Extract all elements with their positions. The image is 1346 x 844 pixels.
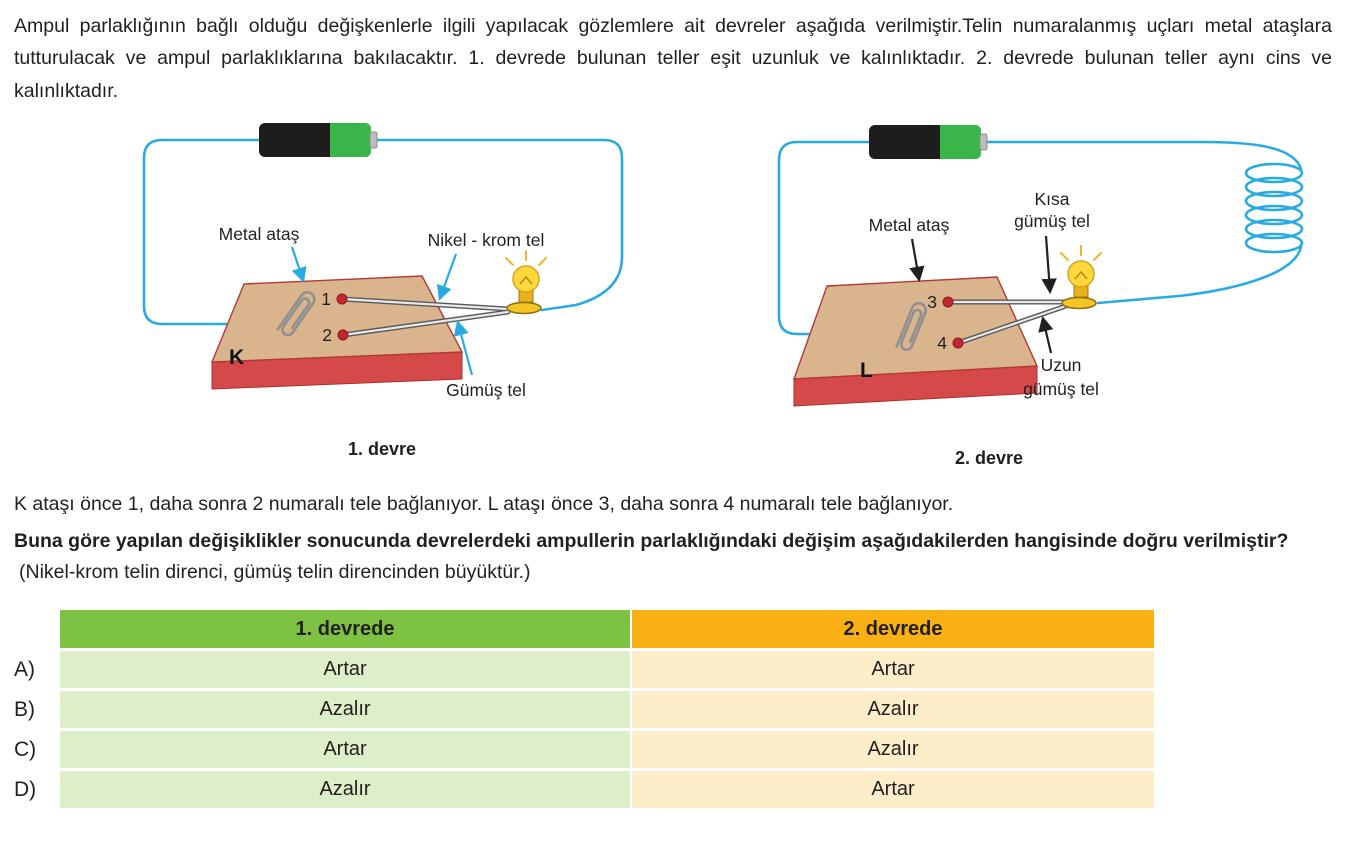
circuit2-caption: 2. devre bbox=[955, 448, 1023, 468]
question-note: (Nikel-krom telin direnci, gümüş telin d… bbox=[19, 561, 531, 584]
gumus-tel-arrow bbox=[453, 320, 474, 376]
answer-cell-devre1: Azalır bbox=[60, 771, 630, 809]
answer-cell-devre2: Artar bbox=[632, 651, 1154, 689]
circuit-2-diagram: L 3 bbox=[777, 125, 1304, 468]
paperclip-icon bbox=[276, 291, 316, 337]
question-bold: Buna göre yapılan değişiklikler sonucund… bbox=[14, 530, 1289, 553]
uzun-gumus-arrow bbox=[1038, 316, 1054, 354]
kisa-gumus-arrow bbox=[1041, 235, 1057, 295]
circuit2-wire bbox=[777, 140, 1304, 336]
battery-icon bbox=[869, 125, 988, 160]
kisa-gumus-label-line1: Kısa bbox=[1034, 189, 1069, 209]
paperclip-icon bbox=[895, 302, 928, 352]
point-4-dot bbox=[952, 337, 964, 349]
metal-atas-arrow bbox=[909, 238, 925, 283]
uzun-gumus-label-line2: gümüş tel bbox=[1023, 379, 1099, 399]
uzun-gumus-label-line1: Uzun bbox=[1041, 355, 1082, 375]
intro-text: Ampul parlaklığının bağlı olduğu değişke… bbox=[14, 15, 1332, 102]
circuit1-caption: 1. devre bbox=[348, 439, 416, 459]
point-2-dot bbox=[337, 329, 349, 341]
option-letter-spacer bbox=[14, 610, 58, 648]
answer-cell-devre2: Azalır bbox=[632, 691, 1154, 729]
answer-row-a: A) Artar Artar bbox=[14, 651, 1154, 689]
bulb-icon bbox=[505, 250, 547, 315]
nikel-krom-arrow bbox=[436, 253, 458, 301]
circuit1-test-wires bbox=[339, 296, 511, 338]
connection-text: K ataşı önce 1, daha sonra 2 numaralı te… bbox=[14, 493, 954, 516]
point-3-label: 3 bbox=[927, 292, 937, 312]
metal-atas-label: Metal ataş bbox=[219, 224, 300, 244]
answer-row-b: B) Azalır Azalır bbox=[14, 691, 1154, 729]
gumus-tel-label: Gümüş tel bbox=[446, 380, 526, 400]
answer-cell-devre2: Artar bbox=[632, 771, 1154, 809]
coil-wire bbox=[1244, 162, 1304, 254]
answer-cell-devre1: Artar bbox=[60, 651, 630, 689]
answer-row-d: D) Azalır Artar bbox=[14, 771, 1154, 809]
metal-atas-label: Metal ataş bbox=[869, 215, 950, 235]
circuit1-board: K bbox=[210, 275, 464, 390]
answer-row-c: C) Artar Azalır bbox=[14, 731, 1154, 769]
point-1-dot bbox=[336, 293, 348, 305]
point-4-label: 4 bbox=[937, 333, 947, 353]
option-letter: C) bbox=[14, 737, 37, 761]
option-letter: B) bbox=[14, 697, 35, 721]
battery-icon bbox=[259, 123, 378, 158]
bulb-icon bbox=[1060, 245, 1102, 310]
circuit1-wire bbox=[142, 138, 624, 326]
metal-atas-arrow bbox=[290, 246, 307, 284]
circuit2-board: L bbox=[792, 276, 1039, 407]
table-header-row: 1. devrede 2. devrede bbox=[14, 610, 1154, 649]
question-page: Ampul parlaklığının bağlı olduğu değişke… bbox=[14, 15, 1332, 809]
nikel-krom-label: Nikel - krom tel bbox=[428, 230, 545, 250]
board-letter-l: L bbox=[860, 359, 873, 382]
answer-table: 1. devrede 2. devrede A) Artar Artar B) … bbox=[14, 610, 1154, 809]
circuit-1-diagram: K 1 bbox=[142, 123, 624, 459]
table-header-devre1: 1. devrede bbox=[60, 610, 630, 649]
point-2-label: 2 bbox=[322, 325, 332, 345]
table-header-devre2: 2. devrede bbox=[632, 610, 1154, 649]
circuit2-test-wires bbox=[945, 299, 1069, 346]
point-3-dot bbox=[942, 296, 954, 308]
point-1-label: 1 bbox=[321, 289, 331, 309]
board-letter-k: K bbox=[229, 346, 244, 369]
question-text: Buna göre yapılan değişiklikler sonucund… bbox=[14, 526, 1332, 588]
option-letter: A) bbox=[14, 657, 35, 681]
option-letter: D) bbox=[14, 777, 37, 801]
answer-cell-devre1: Azalır bbox=[60, 691, 630, 729]
answer-cell-devre1: Artar bbox=[60, 731, 630, 769]
kisa-gumus-label-line2: gümüş tel bbox=[1014, 211, 1090, 231]
circuit-diagrams: K 1 bbox=[134, 109, 1332, 477]
answer-cell-devre2: Azalır bbox=[632, 731, 1154, 769]
